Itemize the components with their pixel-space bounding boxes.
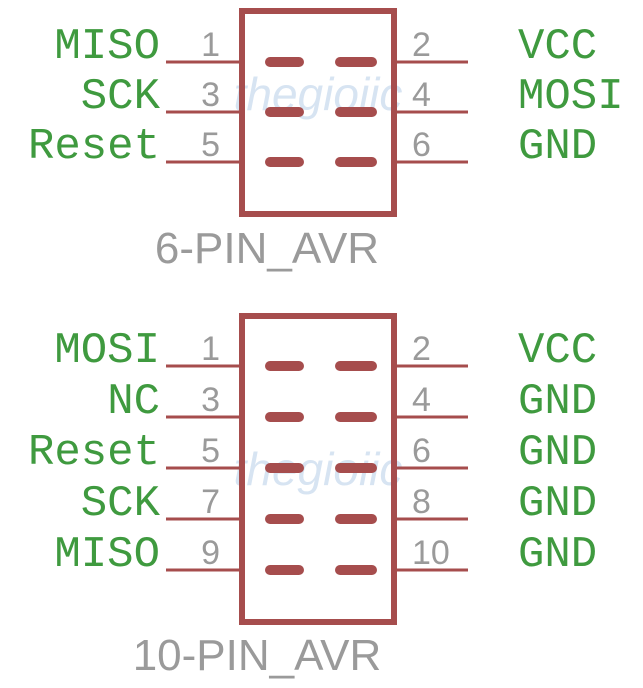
pin-row: Reset 5 6 GND: [28, 122, 597, 172]
pin-row: NC 3 4 GND: [107, 377, 597, 427]
pin-label-left: SCK: [81, 479, 161, 529]
pin-label-left: Reset: [28, 122, 160, 172]
pin-number-left: 1: [201, 330, 220, 368]
pin-label-left: NC: [107, 377, 160, 427]
pin-row: SCK 3 4 MOSI: [81, 72, 624, 122]
pin-label-right: GND: [518, 530, 597, 580]
pin-label-right: GND: [518, 428, 597, 478]
pin-number-left: 1: [201, 26, 220, 64]
pin-row: MISO 9 10 GND: [54, 530, 597, 580]
pin-row: MISO 1 2 VCC: [54, 22, 597, 72]
pin-number-right: 4: [412, 76, 431, 114]
pin-number-right: 4: [412, 381, 431, 419]
pin-row: MOSI 1 2 VCC: [54, 326, 597, 376]
connector-title: 10-PIN_AVR: [133, 631, 382, 680]
pin-label-left: Reset: [28, 428, 160, 478]
pin-label-right: GND: [518, 122, 597, 172]
pin-number-right: 6: [412, 432, 431, 470]
pin-number-left: 9: [201, 534, 220, 572]
watermark-text: thegioiic: [234, 68, 403, 120]
pin-label-left: SCK: [81, 72, 161, 122]
pin-label-right: VCC: [518, 22, 597, 72]
pin-number-left: 7: [201, 483, 220, 521]
pin-number-right: 10: [412, 534, 450, 572]
pin-row: Reset 5 6 GND: [28, 428, 597, 478]
pin-label-right: MOSI: [518, 72, 624, 122]
watermark-text: thegioiic: [234, 443, 403, 495]
connector-6pin: thegioiic MISO 1 2 VCC SCK 3 4 MOSI Reset 5 6 GND 6-P…: [28, 8, 624, 273]
pin-number-right: 6: [412, 126, 431, 164]
pin-label-right: VCC: [518, 326, 597, 376]
pin-row: SCK 7 8 GND: [81, 479, 597, 529]
pin-label-right: GND: [518, 377, 597, 427]
pin-number-left: 3: [201, 76, 220, 114]
pin-number-left: 3: [201, 381, 220, 419]
pin-number-right: 2: [412, 330, 431, 368]
pin-label-left: MISO: [54, 530, 160, 580]
pin-label-left: MISO: [54, 22, 160, 72]
pin-label-right: GND: [518, 479, 597, 529]
pin-label-left: MOSI: [54, 326, 160, 376]
pin-number-left: 5: [201, 432, 220, 470]
pin-number-left: 5: [201, 126, 220, 164]
connector-title: 6-PIN_AVR: [155, 224, 379, 273]
pin-number-right: 8: [412, 483, 431, 521]
pin-number-right: 2: [412, 26, 431, 64]
